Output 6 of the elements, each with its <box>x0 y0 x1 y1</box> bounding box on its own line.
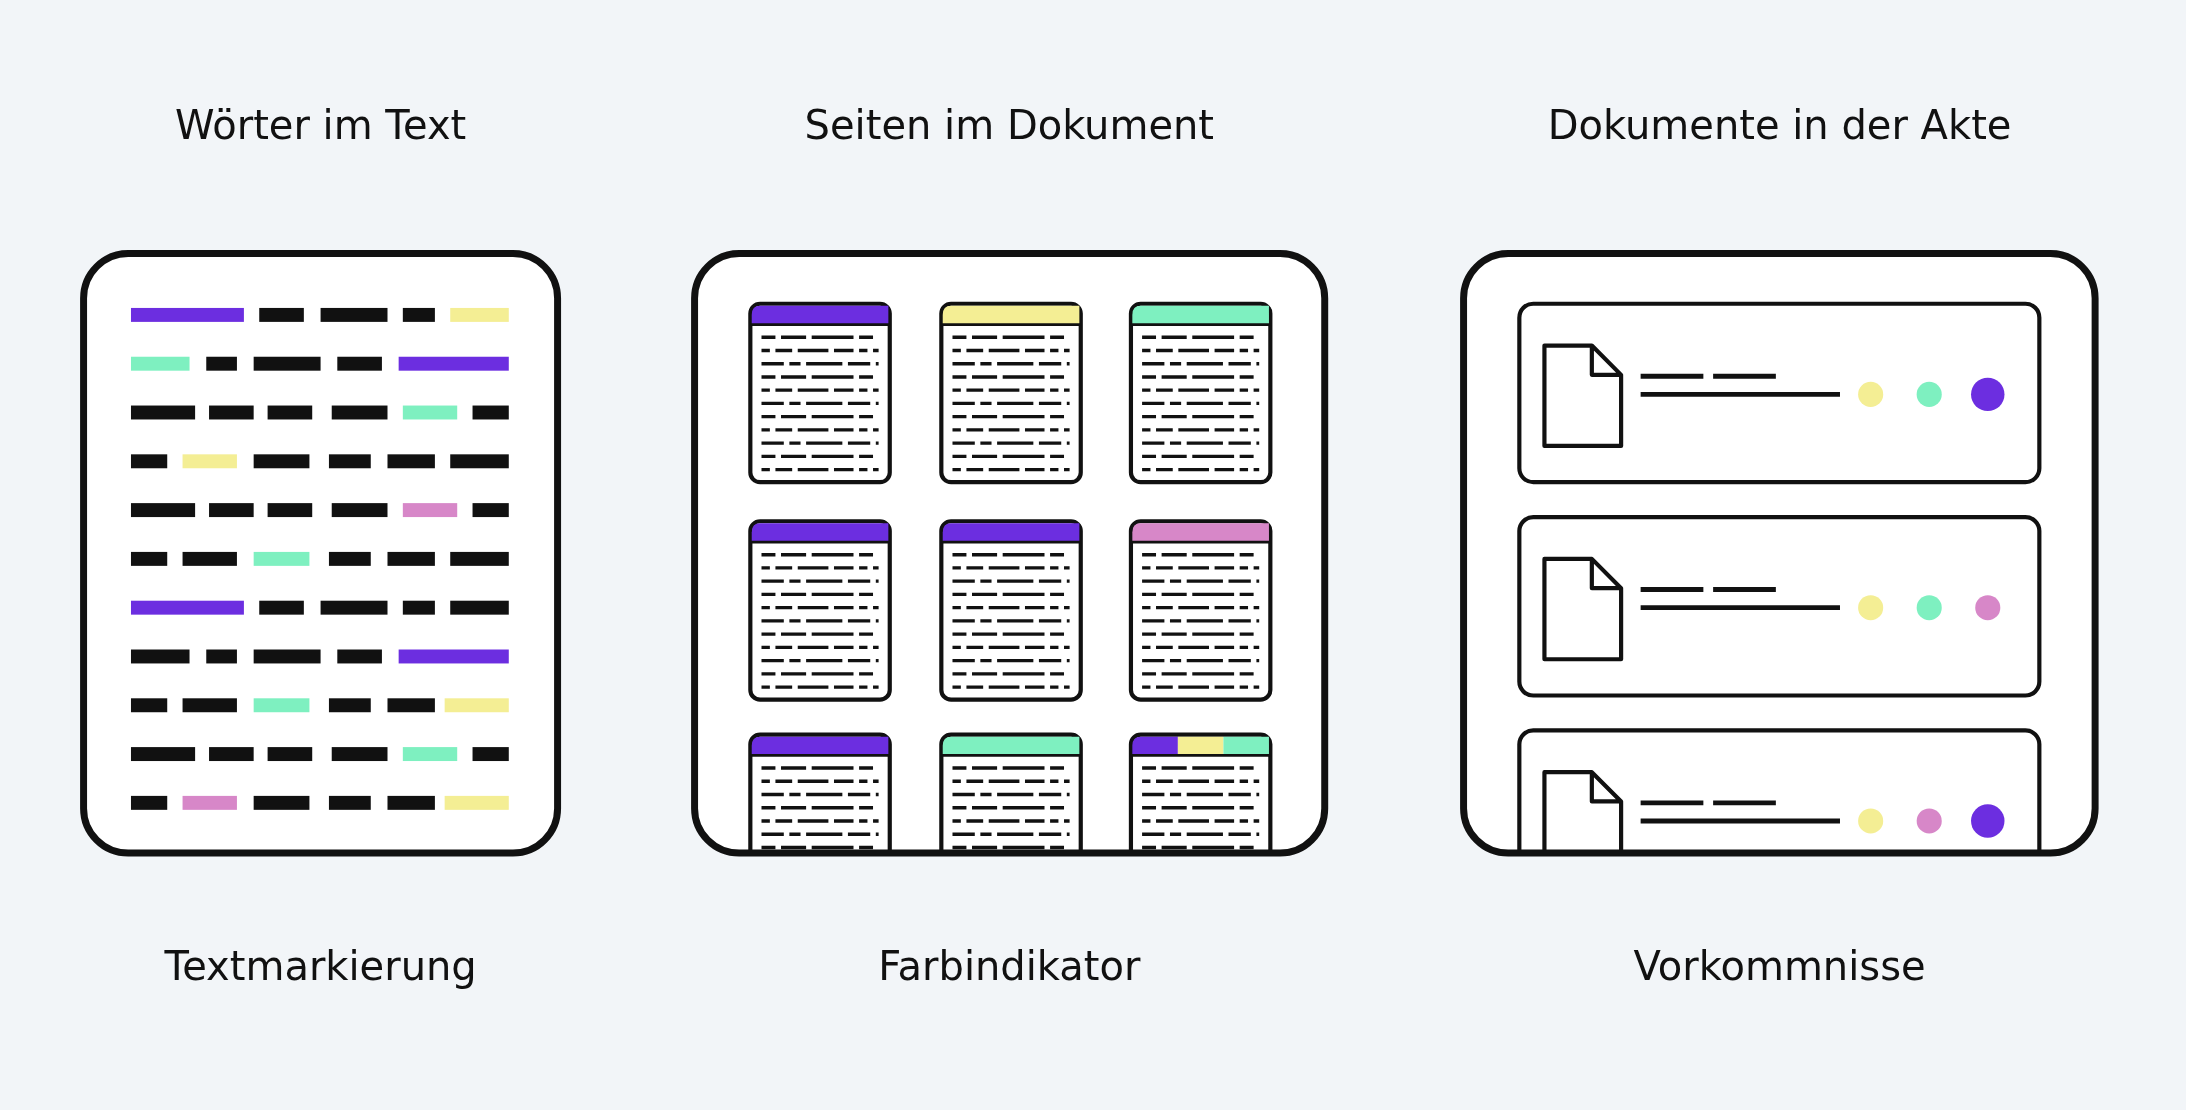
panel-caption: Textmarkierung <box>164 942 477 989</box>
panel-heading: Seiten im Dokument <box>804 102 1215 149</box>
panel-caption: Vorkommnisse <box>1633 942 1926 989</box>
panel-heading: Dokumente in der Akte <box>1547 102 2012 149</box>
panel-heading: Wörter im Text <box>175 102 467 149</box>
panel-caption: Farbindikator <box>878 942 1141 989</box>
